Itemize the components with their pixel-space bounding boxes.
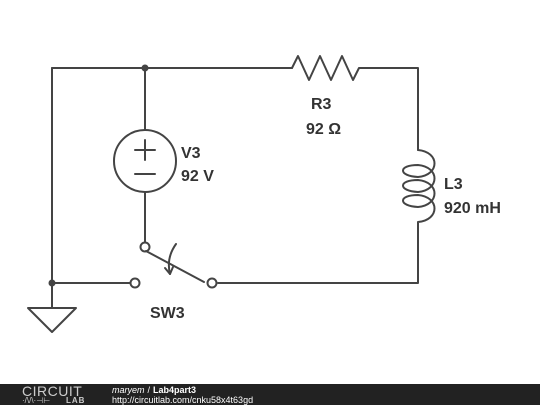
author-name[interactable]: maryem — [112, 385, 145, 395]
r3-value: 92 Ω — [306, 121, 341, 138]
junction-dot-bottom — [48, 279, 56, 287]
v3-designator: V3 — [181, 145, 201, 162]
logo-text-circuit: CIRCUIT — [22, 383, 83, 399]
logo-resistor-icon: ·/\/\·⊣⊢ — [22, 396, 51, 405]
footer-bar: CIRCUIT ·/\/\·⊣⊢ LAB maryem/Lab4part3 ht… — [0, 384, 540, 405]
switch-arrowhead-icon — [164, 266, 174, 275]
r3-designator: R3 — [311, 96, 332, 113]
circuit-schematic: R3 92 Ω V3 92 V L3 920 mH SW3 — [27, 55, 501, 333]
project-url[interactable]: http://circuitlab.com/cnku58x4t63gd — [112, 395, 254, 405]
logo-text-lab: LAB — [66, 396, 86, 405]
sw3-designator: SW3 — [150, 305, 185, 322]
v3-value: 92 V — [181, 168, 214, 185]
wire-top-right — [361, 67, 419, 151]
wire-bottom-right — [217, 227, 419, 284]
plus-icon — [134, 139, 156, 161]
switch-left-terminal — [129, 277, 141, 289]
path-separator: / — [147, 385, 151, 395]
ground-icon — [27, 307, 77, 333]
switch-arrow-icon — [167, 243, 177, 275]
l3-designator: L3 — [444, 176, 463, 193]
circuitlab-logo[interactable]: CIRCUIT ·/\/\·⊣⊢ LAB — [22, 384, 94, 405]
project-meta: maryem/Lab4part3 — [112, 385, 196, 395]
resistor-r3[interactable] — [291, 55, 363, 81]
l3-value: 920 mH — [444, 200, 501, 217]
inductor-l3[interactable] — [402, 149, 436, 229]
switch-sw3-blade[interactable] — [145, 250, 205, 283]
switch-right-terminal — [206, 277, 218, 289]
switch-pole-terminal — [139, 241, 151, 253]
project-name[interactable]: Lab4part3 — [153, 385, 197, 395]
